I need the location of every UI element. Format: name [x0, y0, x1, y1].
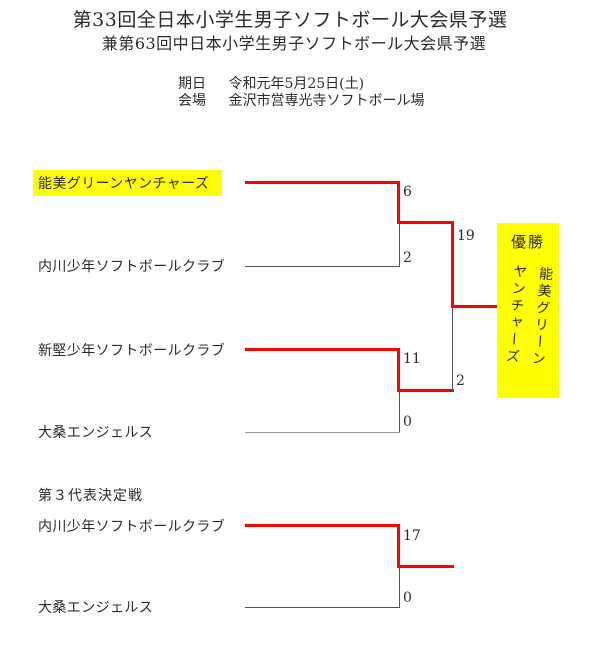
venue-label: 会場 [178, 93, 206, 109]
champion-team-name: 能美グリーンヤンチャーズ [503, 263, 554, 369]
final-winner-vertical [451, 221, 454, 308]
tournament-subtitle: 兼第63回中日本小学生男子ソフトボール大会県予選 [101, 34, 487, 53]
final-bottom-score: 2 [456, 373, 465, 389]
final-loser-vertical [452, 308, 453, 392]
match1-top-team-label: 能美グリーンヤンチャーズ [33, 170, 222, 196]
third-place-top-score: 17 [403, 528, 421, 544]
match2-bottom-team-label: 大桑エンジェルス [38, 425, 154, 441]
champion-box: 優勝 能美グリーンヤンチャーズ [497, 223, 559, 398]
match1-winner-connector [397, 221, 454, 224]
third-place-bottom-line [245, 607, 400, 608]
match1-loser-vertical [399, 224, 400, 266]
third-place-top-line [245, 524, 400, 527]
final-champion-connector [451, 305, 497, 308]
match1-bottom-team-label: 内川少年ソフトボールクラブ [38, 259, 226, 275]
match1-bottom-line [245, 266, 400, 267]
match1-top-score: 6 [403, 184, 412, 200]
match2-top-score: 11 [403, 351, 421, 367]
match2-top-team-label: 新堅少年ソフトボールクラブ [38, 343, 226, 359]
final-top-score: 19 [457, 228, 475, 244]
match2-bottom-line [245, 432, 400, 433]
third-place-winner-connector [397, 565, 454, 568]
date-label: 期日 [178, 76, 206, 92]
third-place-loser-vertical [399, 567, 400, 608]
match2-winner-connector [397, 389, 454, 392]
match2-top-line [245, 348, 400, 351]
third-place-heading: 第３代表決定戦 [38, 488, 143, 504]
match1-bottom-score: 2 [403, 250, 412, 266]
third-place-bottom-team-label: 大桑エンジェルス [38, 600, 154, 616]
match1-winner-vertical [397, 181, 400, 223]
venue-row: 会場 金沢市営専光寺ソフトボール場 [178, 90, 424, 110]
match2-winner-vertical [397, 348, 400, 391]
third-place-top-team-label: 内川少年ソフトボールクラブ [38, 519, 226, 535]
venue-value: 金沢市営専光寺ソフトボール場 [228, 93, 425, 109]
match1-top-line [245, 181, 400, 184]
third-place-winner-vertical [397, 524, 400, 567]
date-value: 令和元年5月25日(土) [228, 76, 365, 92]
match2-bottom-score: 0 [403, 414, 412, 430]
champion-label: 優勝 [510, 233, 545, 251]
match2-loser-vertical [399, 392, 400, 432]
third-place-bottom-score: 0 [403, 590, 412, 606]
tournament-title: 第33回全日本小学生男子ソフトボール大会県予選 [72, 9, 508, 31]
date-row: 期日 令和元年5月25日(土) [178, 73, 364, 93]
